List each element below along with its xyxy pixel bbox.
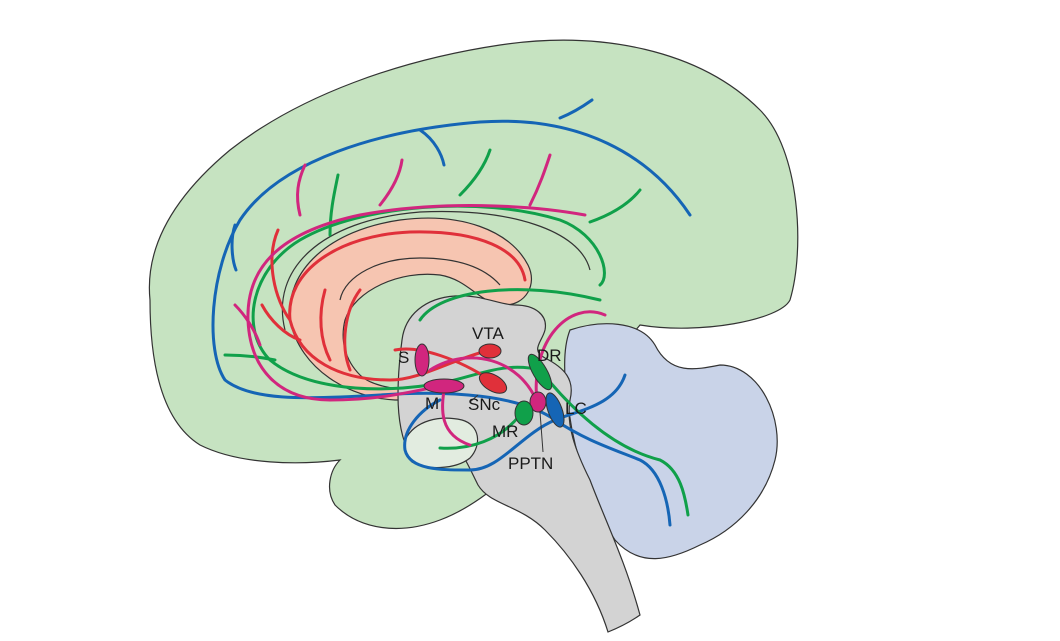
label-mr: MR [492,422,518,441]
snc-nucleus [478,372,508,394]
m-nucleus [423,378,465,394]
label-vta: VTA [472,324,504,343]
label-dr: DR [537,346,562,365]
vta-nucleus [478,343,502,359]
label-snc: SNc [468,395,501,414]
thalamus-contour [339,257,501,301]
label-s: S [398,348,409,367]
mr-nucleus [514,400,534,426]
label-lc: LC [565,399,587,418]
s-nucleus [414,343,430,377]
ventricle-contour [281,210,591,331]
pptn-leader-line [539,411,544,453]
cholinergic-pathways [233,153,607,447]
dr-nucleus [527,353,553,391]
label-m: M [425,394,439,413]
lc-nucleus [545,392,565,428]
snc-leader-line [469,394,479,403]
label-pptn: PPTN [508,454,553,473]
dopaminergic-pathways [260,228,527,382]
